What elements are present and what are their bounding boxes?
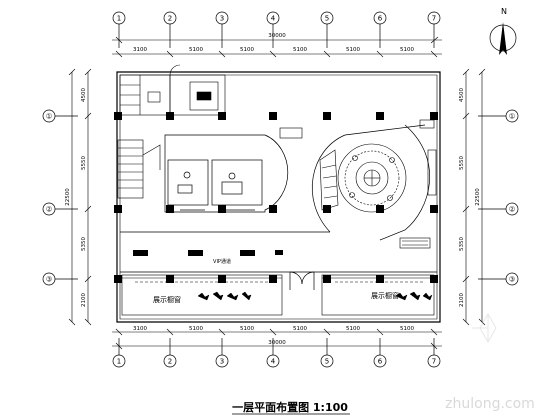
top-axis-markers bbox=[112, 11, 441, 48]
right-dimension-lines bbox=[462, 68, 486, 326]
north-arrow-icon: N bbox=[489, 7, 517, 55]
svg-text:5100: 5100 bbox=[400, 326, 414, 332]
svg-text:5100: 5100 bbox=[346, 326, 360, 332]
display-window-right-label: 展示橱窗 bbox=[371, 291, 399, 300]
bottom-dimension-lines bbox=[112, 328, 442, 350]
axis-label: 3 bbox=[220, 15, 224, 23]
corridor-note: VIP通道 bbox=[213, 258, 231, 265]
svg-text:2100: 2100 bbox=[459, 293, 465, 307]
svg-text:5100: 5100 bbox=[240, 47, 254, 53]
axis-label: 2 bbox=[168, 15, 172, 23]
office-rooms bbox=[164, 134, 289, 213]
entrance-doors bbox=[289, 271, 315, 290]
display-windows bbox=[121, 274, 435, 316]
svg-text:5100: 5100 bbox=[400, 47, 414, 53]
right-axis-labels: ① ② ③ bbox=[509, 113, 515, 284]
top-dimension-lines bbox=[112, 36, 442, 58]
svg-text:5100: 5100 bbox=[240, 326, 254, 332]
svg-text:③: ③ bbox=[46, 276, 52, 284]
bottom-axis-labels: 1 2 3 4 5 6 7 bbox=[117, 358, 436, 366]
left-axis-markers bbox=[42, 109, 78, 286]
svg-text:5350: 5350 bbox=[81, 237, 87, 251]
axis-label: 6 bbox=[378, 15, 383, 23]
watermark-logo bbox=[472, 312, 497, 344]
left-axis-labels: ① ② ③ bbox=[46, 113, 52, 284]
right-segment-dimensions: 4500 5550 5350 2100 22500 bbox=[459, 88, 481, 307]
svg-text:②: ② bbox=[46, 206, 52, 214]
service-rooms-top bbox=[169, 64, 226, 116]
watermark-text: zhulong.com bbox=[445, 396, 535, 412]
svg-text:5100: 5100 bbox=[189, 47, 203, 53]
svg-text:5100: 5100 bbox=[189, 326, 203, 332]
svg-text:5350: 5350 bbox=[459, 237, 465, 251]
svg-text:N: N bbox=[501, 7, 507, 16]
axis-label: 4 bbox=[271, 15, 276, 23]
svg-text:7: 7 bbox=[432, 358, 436, 366]
svg-text:22500: 22500 bbox=[475, 188, 481, 206]
display-figures bbox=[197, 291, 433, 301]
top-axis-labels: 1 2 3 4 5 6 7 bbox=[117, 15, 436, 23]
top-total-dimension: 30000 bbox=[268, 33, 286, 39]
bottom-segment-dimensions: 3100 5100 5100 5100 5100 5100 bbox=[133, 326, 414, 332]
display-window-left-label: 展示橱窗 bbox=[153, 295, 181, 304]
counters-and-cabinets bbox=[279, 119, 437, 249]
svg-text:1: 1 bbox=[117, 358, 121, 366]
bottom-axis-markers bbox=[112, 338, 441, 368]
svg-text:5100: 5100 bbox=[346, 47, 360, 53]
building-outer-wall bbox=[116, 71, 441, 323]
left-segment-dimensions: 4500 5550 5350 2100 22500 bbox=[65, 88, 87, 307]
svg-text:①: ① bbox=[46, 113, 52, 121]
structural-columns bbox=[114, 112, 438, 283]
svg-text:5100: 5100 bbox=[293, 326, 307, 332]
right-axis-markers bbox=[478, 109, 519, 286]
top-segment-dimensions: 3100 5100 5100 5100 5100 5100 bbox=[133, 47, 414, 53]
svg-text:②: ② bbox=[509, 206, 515, 214]
svg-text:3100: 3100 bbox=[133, 47, 147, 53]
stair-and-toilets bbox=[117, 74, 171, 199]
axis-label: 5 bbox=[325, 15, 329, 23]
svg-text:4: 4 bbox=[271, 358, 276, 366]
svg-text:5: 5 bbox=[325, 358, 329, 366]
svg-text:4500: 4500 bbox=[459, 88, 465, 102]
svg-text:4500: 4500 bbox=[81, 88, 87, 102]
svg-text:3: 3 bbox=[220, 358, 224, 366]
lobby-panels bbox=[133, 250, 283, 256]
svg-text:5550: 5550 bbox=[459, 156, 465, 170]
svg-text:③: ③ bbox=[509, 276, 515, 284]
svg-text:22500: 22500 bbox=[65, 188, 71, 206]
interior-partitions bbox=[120, 124, 437, 273]
svg-text:①: ① bbox=[509, 113, 515, 121]
bottom-total-dimension: 30000 bbox=[268, 340, 286, 346]
svg-text:6: 6 bbox=[378, 358, 383, 366]
axis-label: 1 bbox=[117, 15, 121, 23]
svg-text:2: 2 bbox=[168, 358, 172, 366]
axis-label: 7 bbox=[432, 15, 436, 23]
svg-text:3100: 3100 bbox=[133, 326, 147, 332]
left-dimension-lines bbox=[68, 68, 92, 326]
drawing-title: 一层平面布置图 1:100 bbox=[232, 400, 348, 414]
svg-text:5100: 5100 bbox=[293, 47, 307, 53]
svg-text:2100: 2100 bbox=[81, 293, 87, 307]
round-display-area bbox=[337, 143, 407, 213]
svg-text:5550: 5550 bbox=[81, 156, 87, 170]
